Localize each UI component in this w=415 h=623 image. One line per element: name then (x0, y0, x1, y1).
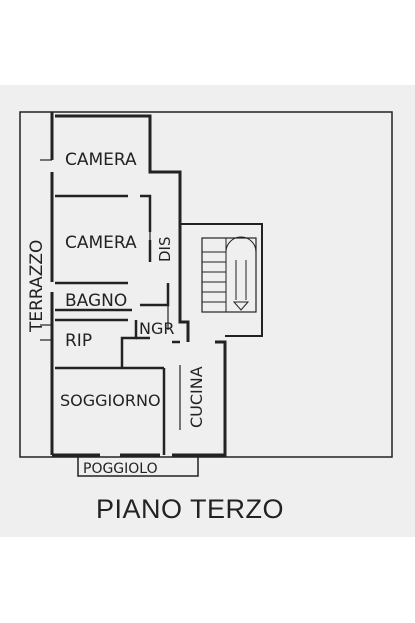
exterior-walls (50, 112, 227, 457)
room-label-camera-top: CAMERA (65, 150, 137, 170)
room-label-rip: RIP (65, 331, 92, 351)
floor-plan: CAMERA CAMERA BAGNO RIP SOGGIORNO NGR PO… (19, 111, 393, 477)
room-label-ngr: NGR (139, 319, 174, 338)
staircase (180, 223, 263, 337)
room-label-camera-mid: CAMERA (65, 233, 137, 253)
door-marks (40, 159, 181, 430)
room-label-terrazzo: TERRAZZO (27, 240, 47, 333)
room-label-poggiolo: POGGIOLO (83, 461, 158, 477)
plan-caption: PIANO TERZO (95, 494, 285, 524)
room-label-dis: DIS (156, 237, 174, 263)
room-label-soggiorno: SOGGIORNO (60, 391, 161, 410)
balcony-outline (77, 455, 199, 477)
room-label-cucina: CUCINA (187, 366, 206, 428)
room-label-bagno: BAGNO (65, 291, 127, 311)
plot-outline (19, 111, 393, 458)
